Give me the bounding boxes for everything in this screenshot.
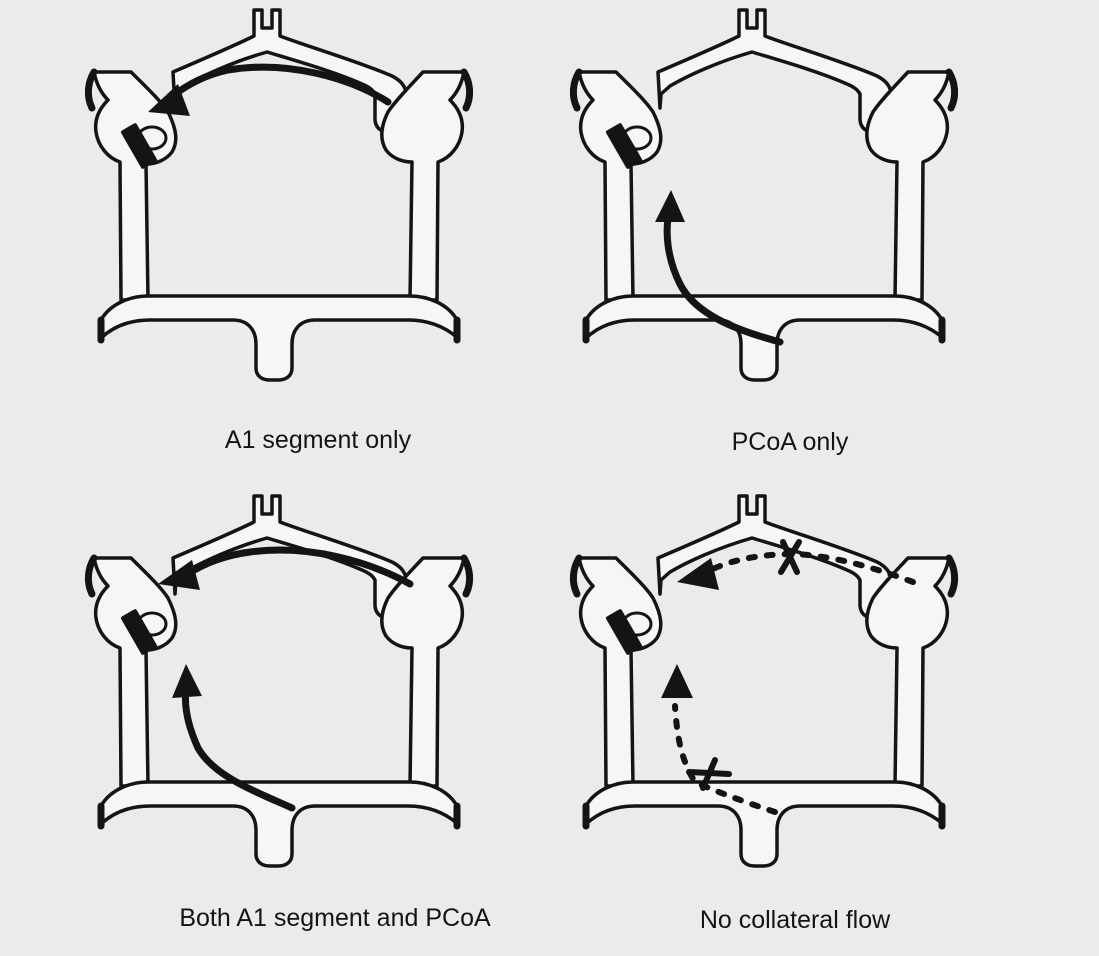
caption-both: Both A1 segment and PCoA	[179, 904, 491, 932]
caption-a1-only: A1 segment only	[225, 426, 412, 454]
caption-pcoa-only: PCoA only	[732, 428, 849, 456]
caption-no-collateral: No collateral flow	[700, 906, 891, 934]
